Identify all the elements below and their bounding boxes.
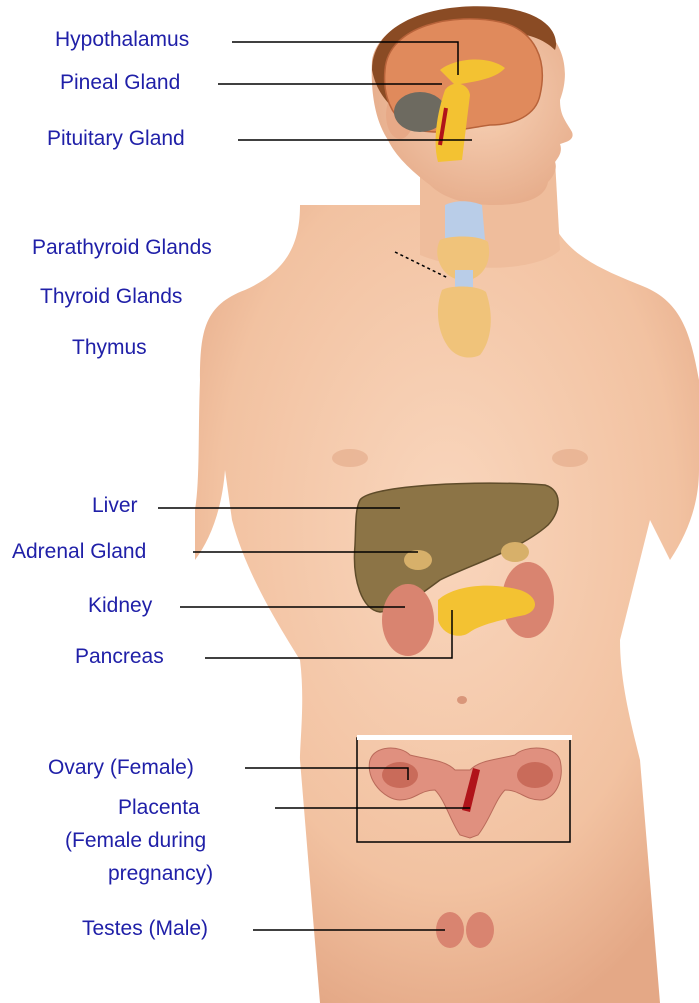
right-nipple [552, 449, 588, 467]
left-kidney [382, 584, 434, 656]
right-adrenal [501, 542, 529, 562]
label-ovary: Ovary (Female) [48, 756, 194, 780]
label-testes: Testes (Male) [82, 917, 208, 941]
left-ovary [382, 762, 418, 788]
label-pineal-gland: Pineal Gland [60, 71, 180, 95]
navel [457, 696, 467, 704]
label-placenta-line3: pregnancy) [108, 862, 213, 886]
label-pancreas: Pancreas [75, 645, 164, 669]
label-kidney: Kidney [88, 594, 152, 618]
right-ovary [517, 762, 553, 788]
label-placenta-line1: Placenta [118, 796, 268, 820]
label-hypothalamus: Hypothalamus [55, 28, 189, 52]
abdomen-organs [354, 483, 558, 656]
label-placenta-line2: (Female during [65, 829, 206, 853]
label-adrenal-gland: Adrenal Gland [12, 540, 146, 564]
label-thyroid-glands: Thyroid Glands [40, 285, 182, 309]
left-nipple [332, 449, 368, 467]
right-testis [466, 912, 494, 948]
label-pituitary-gland: Pituitary Gland [47, 127, 185, 151]
label-thymus: Thymus [72, 336, 147, 360]
bracket-top-mask [357, 735, 572, 740]
label-parathyroid-glands: Parathyroid Glands [32, 236, 212, 260]
left-adrenal [404, 550, 432, 570]
label-liver: Liver [92, 494, 138, 518]
